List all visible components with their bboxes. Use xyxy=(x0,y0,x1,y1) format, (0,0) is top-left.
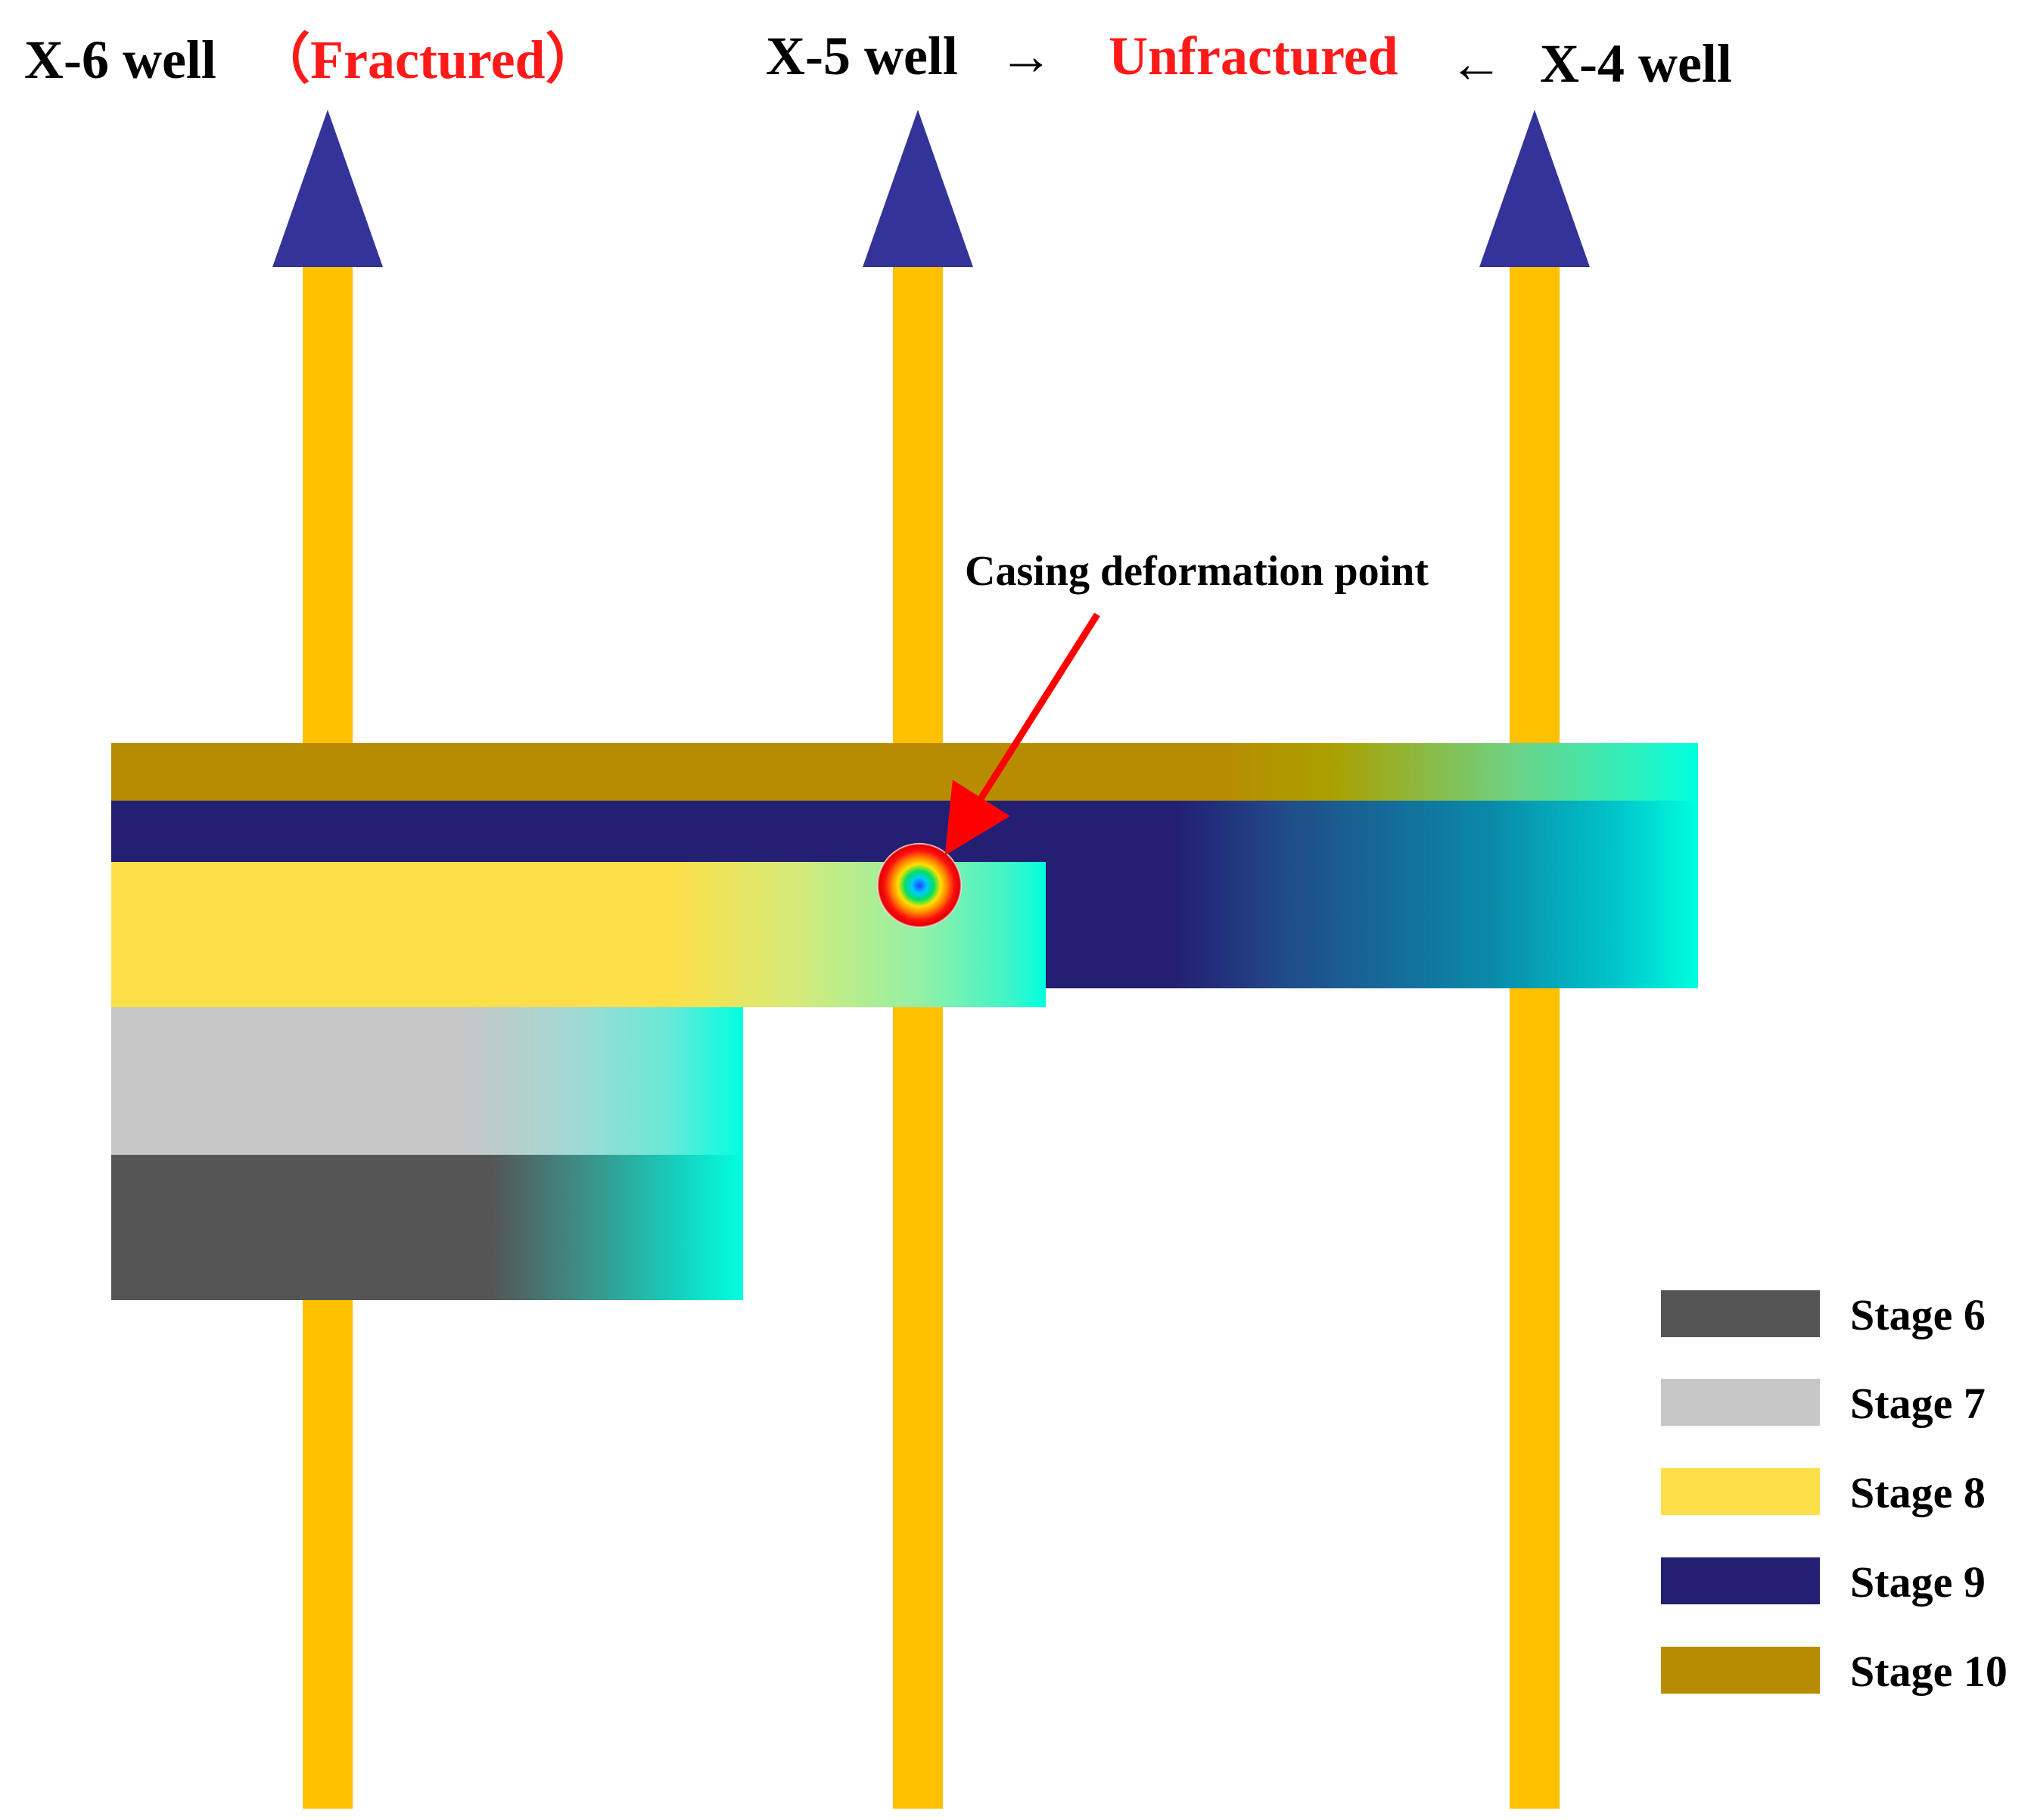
x6-well-label: X-6 well xyxy=(24,30,216,90)
annotation-arrow xyxy=(944,612,1100,856)
legend-swatch-stage-9 xyxy=(1661,1557,1820,1604)
legend-swatch-stage-10 xyxy=(1661,1647,1820,1694)
well-x4-arrowhead xyxy=(1479,110,1590,267)
legend-swatch-stage-7 xyxy=(1661,1379,1820,1426)
well-x6-arrowhead xyxy=(272,110,383,267)
legend-item-stage-10: Stage 10 xyxy=(1661,1647,2008,1696)
unfractured-label: Unfractured xyxy=(1109,26,1398,86)
legend-label-stage-6: Stage 6 xyxy=(1850,1290,1986,1339)
header: X-6 well （Fractured） X-5 well → Unfractu… xyxy=(24,26,1732,94)
x4-well-label: X-4 well xyxy=(1540,33,1732,94)
legend-label-stage-8: Stage 8 xyxy=(1850,1468,1986,1517)
legend-swatch-stage-6 xyxy=(1661,1290,1820,1337)
left-arrow-label: ← xyxy=(1449,33,1504,94)
x5-well-label: X-5 well xyxy=(766,26,958,86)
legend-item-stage-9: Stage 9 xyxy=(1661,1557,1986,1607)
legend-swatch-stage-8 xyxy=(1661,1468,1820,1515)
well-x4-shaft xyxy=(1510,265,1560,1809)
well-x5-arrowhead xyxy=(863,110,973,267)
right-arrow-label: → xyxy=(999,26,1053,86)
legend: Stage 6 Stage 7 Stage 8 Stage 9 Stage 10 xyxy=(1661,1290,2008,1696)
annotation-label: Casing deformation point xyxy=(965,548,1429,595)
casing-deformation-marker xyxy=(877,843,962,928)
well-x4 xyxy=(1479,110,1590,1809)
legend-label-stage-10: Stage 10 xyxy=(1850,1647,2008,1696)
stage-7-fracture xyxy=(111,1007,743,1156)
legend-label-stage-7: Stage 7 xyxy=(1850,1379,1986,1428)
legend-item-stage-6: Stage 6 xyxy=(1661,1290,1986,1339)
x6-status-label: （Fractured） xyxy=(256,30,600,90)
stage-6-fracture xyxy=(111,1155,743,1300)
legend-label-stage-9: Stage 9 xyxy=(1850,1557,1986,1607)
legend-item-stage-7: Stage 7 xyxy=(1661,1379,1986,1428)
well-x5-shaft xyxy=(893,265,943,1809)
wellbores xyxy=(272,110,1590,1809)
legend-item-stage-8: Stage 8 xyxy=(1661,1468,1986,1517)
stage-10-fracture xyxy=(111,743,1698,803)
well-x5 xyxy=(863,110,973,1809)
